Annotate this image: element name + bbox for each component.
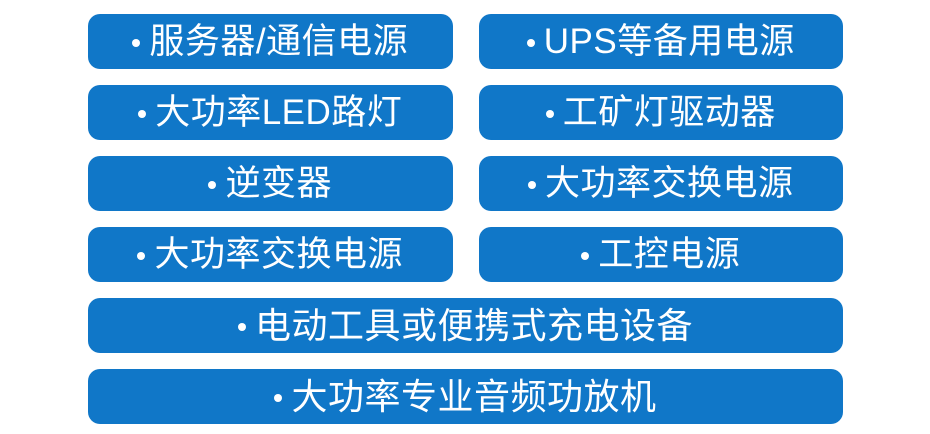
pill-item-high-power-switching-power-supply-a[interactable]: 大功率交换电源	[478, 156, 843, 211]
pill-row-5: 电动工具或便携式充电设备	[88, 298, 843, 353]
pill-item-high-power-switching-power-supply-b[interactable]: 大功率交换电源	[88, 227, 453, 282]
pill-label: UPS等备用电源	[543, 22, 795, 61]
pill-label: 大功率LED路灯	[155, 93, 403, 132]
pill-item-high-power-pro-audio-amplifier[interactable]: 大功率专业音频功放机	[88, 369, 843, 424]
pill-item-high-power-led-street-light[interactable]: 大功率LED路灯	[88, 85, 453, 140]
pill-label: 电动工具或便携式充电设备	[254, 304, 693, 346]
pill-item-inverter[interactable]: 逆变器	[88, 156, 453, 211]
pill-item-server-comm-power[interactable]: 服务器/通信电源	[88, 14, 453, 69]
pill-label: 逆变器	[225, 164, 332, 203]
pill-label: 工矿灯驱动器	[562, 93, 776, 132]
pill-item-power-tools-portable-charging[interactable]: 电动工具或便携式充电设备	[88, 298, 843, 353]
pill-row-2: 大功率LED路灯 工矿灯驱动器	[88, 85, 843, 140]
pill-label: 大功率专业音频功放机	[291, 375, 657, 417]
pill-item-ups-backup-power[interactable]: UPS等备用电源	[478, 14, 843, 69]
pill-row-6: 大功率专业音频功放机	[88, 369, 843, 424]
pill-row-1: 服务器/通信电源 UPS等备用电源	[88, 14, 843, 69]
bullet-dot-icon	[526, 38, 535, 47]
pill-row-4: 大功率交换电源 工控电源	[88, 227, 843, 282]
bullet-dot-icon	[132, 38, 141, 47]
pill-row-3: 逆变器 大功率交换电源	[88, 156, 843, 211]
pill-item-industrial-control-power[interactable]: 工控电源	[478, 227, 843, 282]
bullet-dot-icon	[137, 251, 146, 260]
pill-label: 服务器/通信电源	[149, 22, 409, 61]
bullet-dot-icon	[545, 109, 554, 118]
bullet-dot-icon	[274, 393, 283, 402]
pill-label: 大功率交换电源	[154, 235, 403, 274]
pill-label: 大功率交换电源	[544, 164, 794, 203]
bullet-dot-icon	[581, 251, 590, 260]
bullet-dot-icon	[208, 180, 217, 189]
bullet-dot-icon	[237, 322, 246, 331]
bullet-dot-icon	[138, 109, 147, 118]
pill-item-mining-lamp-driver[interactable]: 工矿灯驱动器	[478, 85, 843, 140]
pill-label: 工控电源	[598, 235, 741, 274]
bullet-dot-icon	[527, 180, 536, 189]
